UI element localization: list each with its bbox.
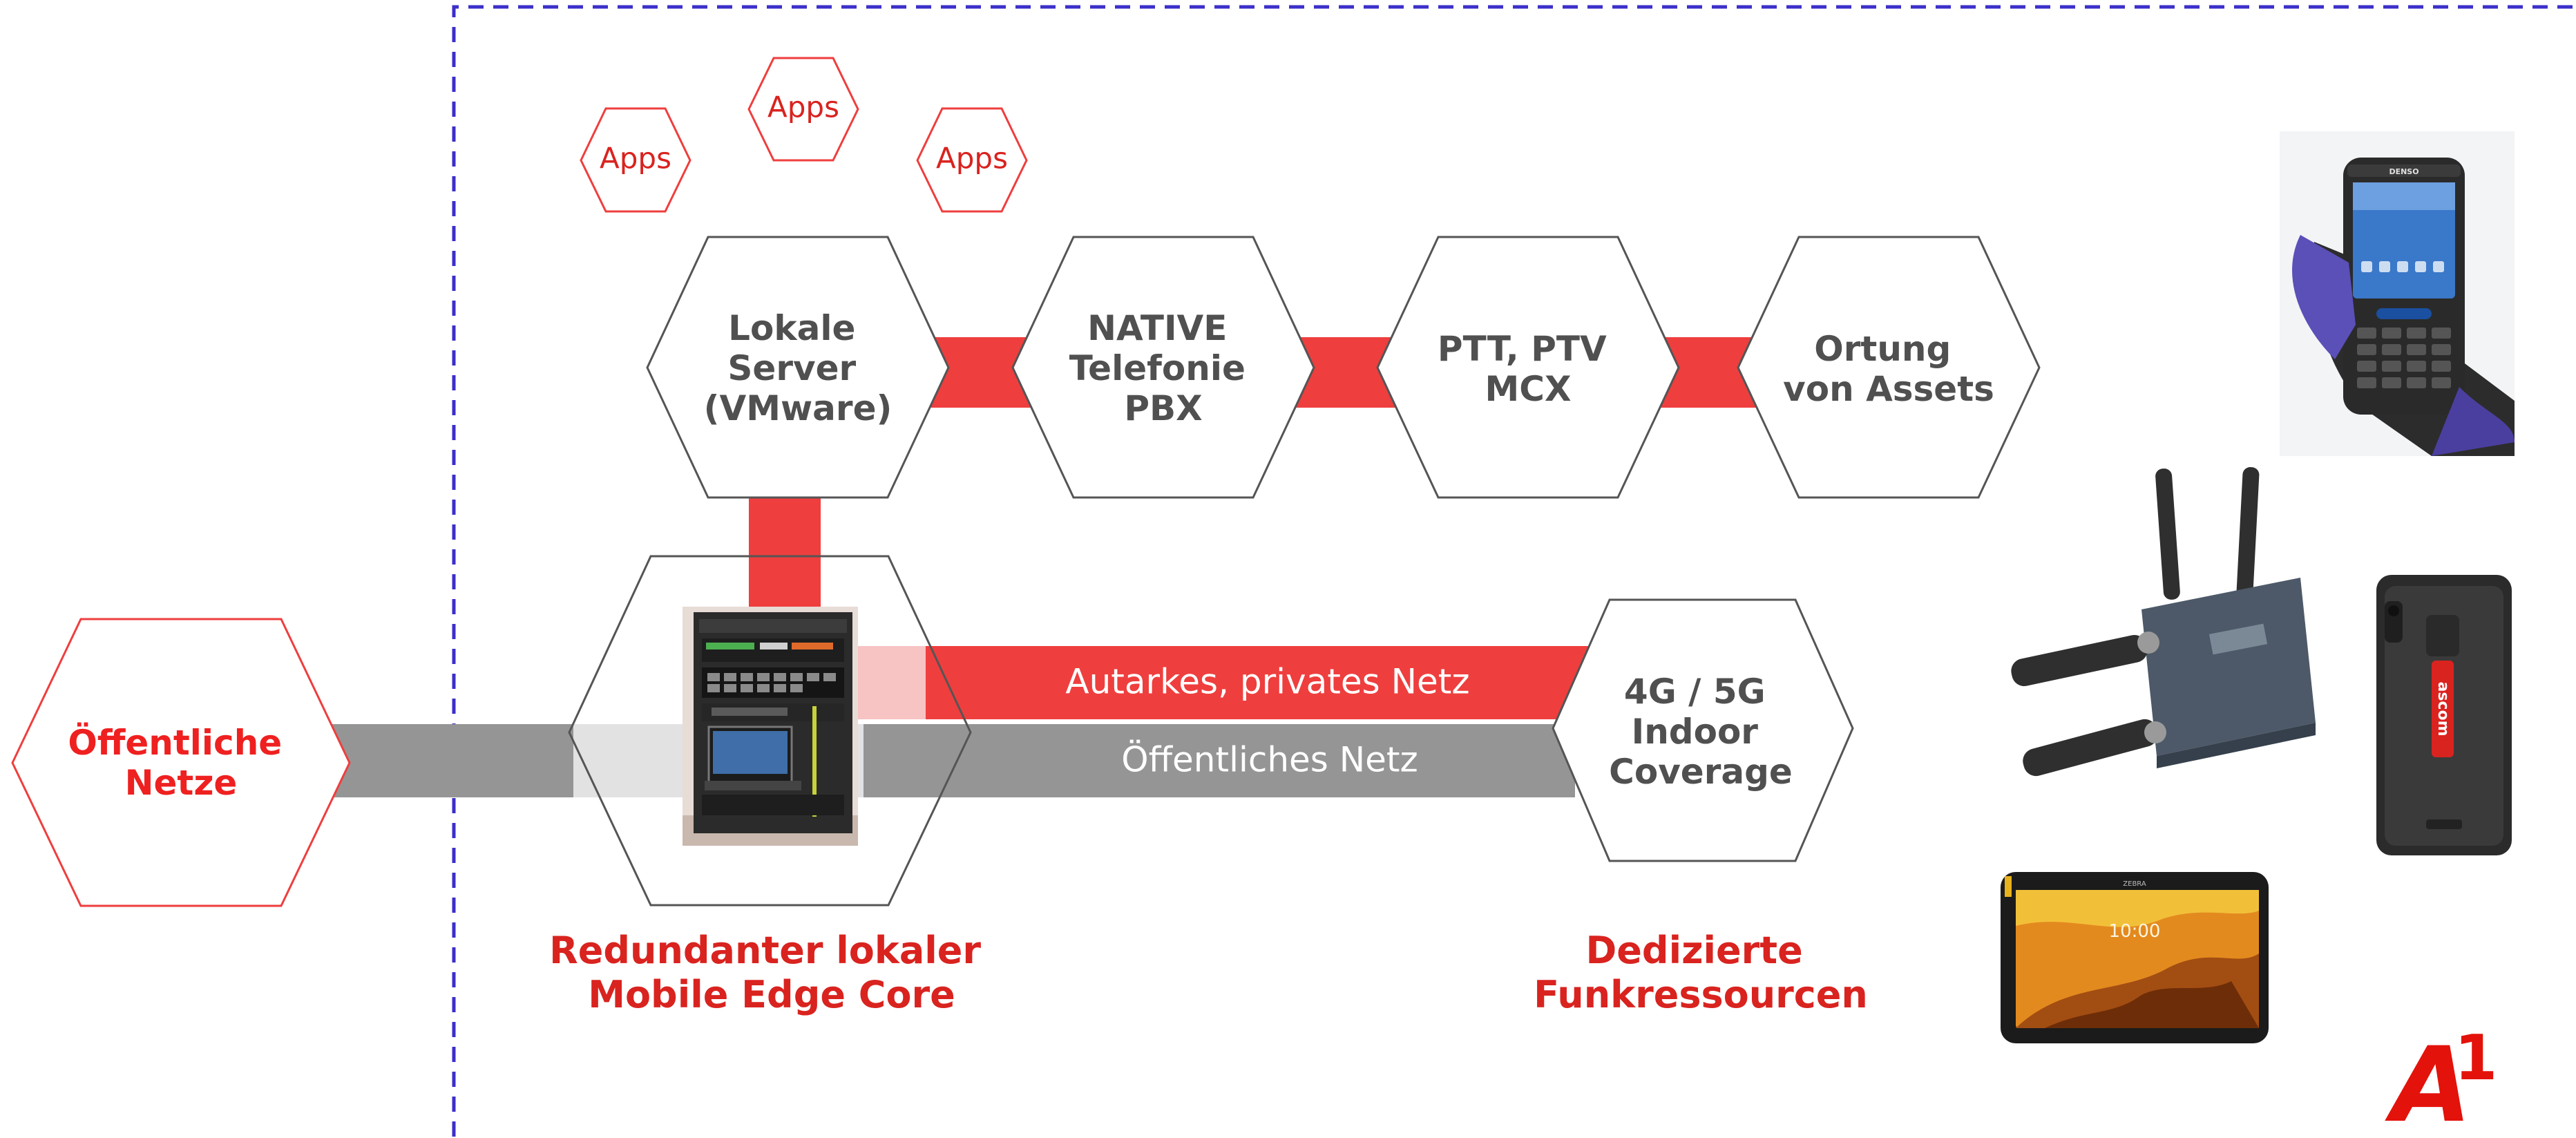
service-label: PTT, PTV — [1438, 329, 1607, 369]
tablet-clock: 10:00 — [2109, 921, 2161, 942]
server-rack-photo — [683, 607, 858, 846]
public-network-label: Öffentliches Netz — [1121, 740, 1418, 780]
private-network-band — [926, 646, 1603, 719]
a1-logo: A 1 — [2385, 1022, 2497, 1138]
service-hex-ptt: PTT, PTV MCX — [1376, 236, 1680, 499]
rugged-phone-photo: ascom — [2376, 575, 2512, 855]
edge-core-caption: Redundanter lokaler — [549, 929, 981, 972]
service-label: (VMware) — [704, 388, 893, 428]
service-label: PBX — [1124, 388, 1202, 428]
tablet-photo: ZEBRA 10:00 — [2001, 872, 2269, 1043]
radio-resources-caption: Funkressourcen — [1534, 973, 1868, 1016]
tablet-brand: ZEBRA — [2123, 880, 2146, 888]
service-label: Lokale — [728, 308, 855, 348]
svg-text:4G / 5G Indoor Cov: 4G / 5G Indoor Coverage — [1609, 672, 1793, 792]
service-hex-telephony: NATIVE Telefonie PBX — [1011, 236, 1315, 499]
coverage-label: Indoor — [1632, 712, 1759, 752]
svg-text:Öffentliche Netze: Öffentliche Netze — [68, 722, 294, 803]
svg-text:Redundanter lokaler Mobile: Redundanter lokaler Mobile Edge Core — [549, 929, 994, 1016]
phone-brand: ascom — [2434, 681, 2452, 736]
service-label: Telefonie — [1069, 348, 1246, 388]
apps-hex-3: Apps — [916, 107, 1028, 213]
service-hex-asset-tracking: Ortung von Assets — [1737, 236, 2041, 499]
edge-core-caption: Mobile Edge Core — [588, 973, 955, 1016]
service-label: NATIVE — [1087, 308, 1227, 348]
logo-digit: 1 — [2454, 1022, 2498, 1094]
apps-hex-1: Apps — [580, 107, 691, 213]
svg-text:PTT, PTV MCX: PTT, PTV MCX — [1438, 329, 1619, 409]
public-networks-hex: Öffentliche Netze — [11, 618, 351, 907]
public-network-band-outer — [325, 724, 573, 797]
service-label: MCX — [1485, 369, 1572, 409]
service-hex-local-server: Lokale Server (VMware) — [646, 236, 950, 499]
access-point-photo — [2011, 467, 2316, 777]
svg-text:Lokale Server (VMw: Lokale Server (VMware) — [704, 308, 893, 428]
service-label: von Assets — [1783, 369, 1994, 409]
public-networks-label: Netze — [125, 763, 238, 803]
svg-text:NATIVE Telefonie P: NATIVE Telefonie PBX — [1069, 308, 1258, 428]
rugged-handheld-photo: DENSO — [2280, 131, 2515, 456]
coverage-label: Coverage — [1609, 752, 1793, 792]
public-networks-label: Öffentliche — [68, 722, 282, 763]
apps-label: Apps — [600, 142, 671, 176]
logo-letter: A — [2385, 1025, 2472, 1138]
handheld-brand: DENSO — [2389, 167, 2418, 176]
radio-resources-caption: Dedizierte — [1585, 929, 1802, 972]
coverage-label: 4G / 5G — [1624, 672, 1766, 712]
apps-hex-2: Apps — [747, 57, 859, 162]
public-network-band — [864, 724, 1575, 797]
apps-label: Apps — [936, 142, 1008, 176]
apps-label: Apps — [767, 91, 839, 124]
svg-text:Dedizierte Funkressourcen: Dedizierte Funkressourcen — [1534, 929, 1868, 1016]
service-label: Ortung — [1814, 329, 1951, 369]
edge-core-hex — [568, 555, 972, 907]
private-network-label: Autarkes, privates Netz — [1065, 662, 1469, 702]
service-label: Server — [727, 348, 856, 388]
svg-text:Ortung von Assets: Ortung von Assets — [1783, 329, 1994, 409]
coverage-hex: 4G / 5G Indoor Coverage — [1552, 598, 1854, 862]
